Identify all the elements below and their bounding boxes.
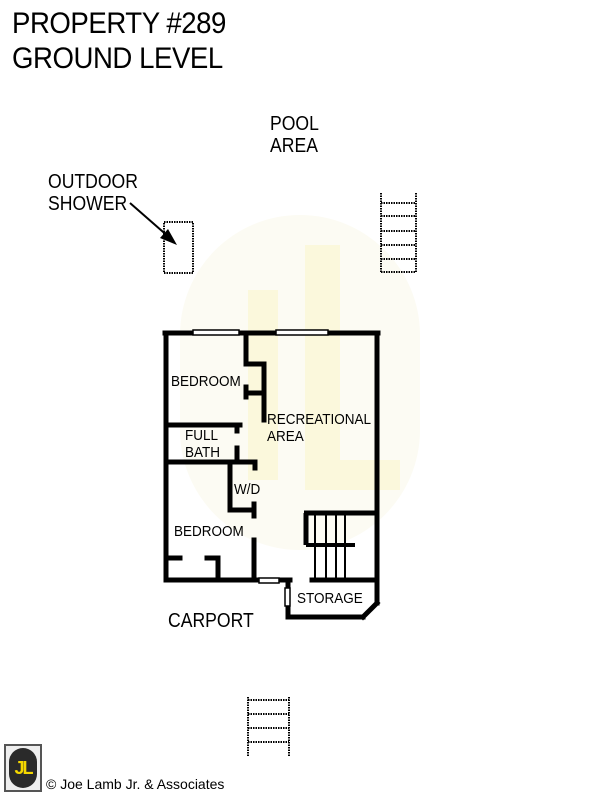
carport-stairs-icon xyxy=(247,697,290,757)
copyright-text: © Joe Lamb Jr. & Associates xyxy=(46,776,225,792)
bedroom-2-label: BEDROOM xyxy=(174,523,244,540)
company-logo: JL xyxy=(4,744,42,792)
pool-area-label: POOL AREA xyxy=(270,113,319,157)
page-title: PROPERTY #289 xyxy=(12,7,226,40)
windows xyxy=(192,329,329,607)
logo-mark: JL xyxy=(9,748,37,788)
washer-dryer-label: W/D xyxy=(234,481,261,498)
pool-stairs-icon xyxy=(380,193,417,273)
walls xyxy=(162,330,381,621)
carport-label: CARPORT xyxy=(168,610,254,632)
footer: JL © Joe Lamb Jr. & Associates xyxy=(4,744,224,792)
page-subtitle: GROUND LEVEL xyxy=(12,42,223,75)
bedroom-1-label: BEDROOM xyxy=(171,373,241,390)
interior-stairs-icon xyxy=(303,510,377,580)
storage-label: STORAGE xyxy=(297,590,363,607)
recreational-area-label: RECREATIONAL AREA xyxy=(267,411,372,445)
full-bath-label: FULL BATH xyxy=(185,427,221,461)
shower-arrow-icon xyxy=(129,202,177,245)
watermark-logo xyxy=(180,215,420,550)
outdoor-shower-label: OUTDOOR SHOWER xyxy=(48,171,138,215)
